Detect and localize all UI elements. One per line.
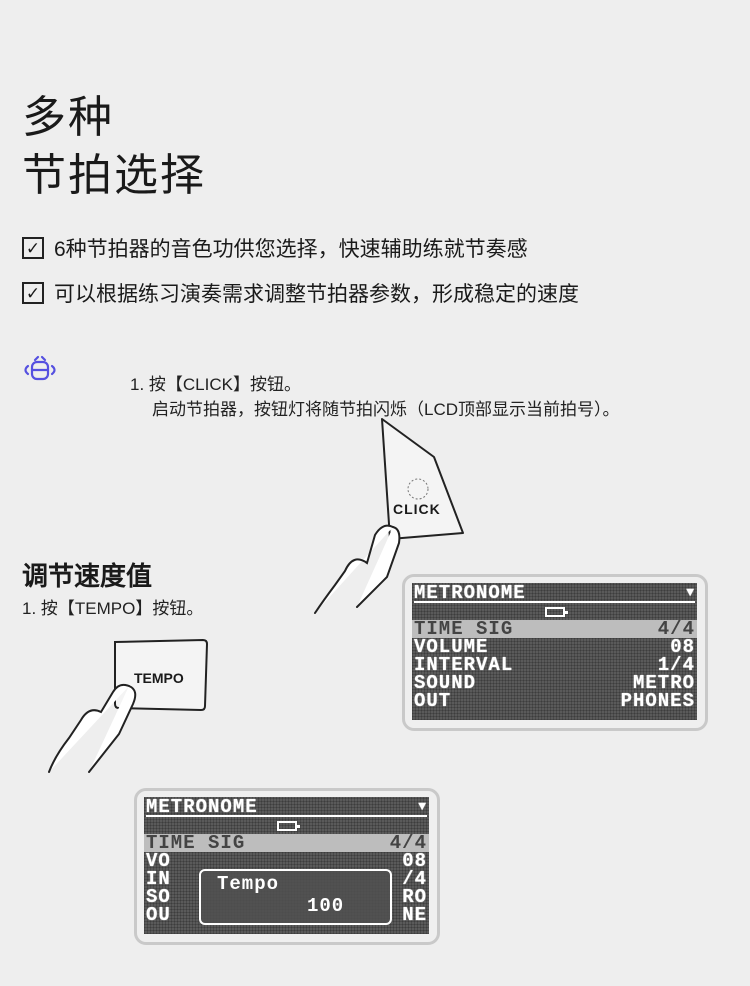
- tempo-popup-label: Tempo: [217, 873, 280, 895]
- lcd-row: OU NE: [146, 904, 427, 926]
- lcd-row-value: 4/4: [657, 618, 695, 640]
- checkbox-icon: ✓: [22, 282, 44, 304]
- lcd-row-label: TIME SIG: [414, 618, 514, 640]
- down-arrow-icon: ▼: [686, 585, 695, 600]
- lcd-row-label: IN: [146, 868, 171, 890]
- click-button-illustration: [314, 418, 464, 614]
- title-line-2: 节拍选择: [22, 151, 206, 200]
- lcd-row-label: OU: [146, 904, 171, 926]
- down-arrow-icon: ▼: [418, 799, 427, 814]
- lcd-row: TIME SIG 4/4: [412, 618, 697, 640]
- lcd-row-label: TIME SIG: [146, 832, 246, 854]
- lcd-row: VOLUME 08: [414, 636, 695, 658]
- lcd-row-label: VOLUME: [414, 636, 489, 658]
- tempo-step: 1. 按【TEMPO】按钮。: [22, 599, 204, 618]
- lcd-row-value: METRO: [632, 672, 695, 694]
- lcd-row: VO 08: [146, 850, 427, 872]
- lcd-row: INTERVAL 1/4: [414, 654, 695, 676]
- lcd-row-value: 08: [402, 850, 427, 872]
- lcd-header: METRONOME ▼: [146, 798, 427, 817]
- feature-text: 6种节拍器的音色功供您选择，快速辅助练就节奏感: [54, 238, 528, 261]
- lcd-row-value: /4: [402, 868, 427, 890]
- feature-item: ✓ 可以根据练习演奏需求调整节拍器参数，形成稳定的速度: [22, 278, 579, 308]
- lcd-row-value: RO: [402, 886, 427, 908]
- lcd-header-title: METRONOME: [146, 797, 258, 818]
- tempo-heading: 调节速度值: [22, 561, 153, 591]
- lcd-row: OUT PHONES: [414, 690, 695, 712]
- lcd-row-label: OUT: [414, 690, 452, 712]
- click-button[interactable]: CLICK: [393, 501, 441, 517]
- lcd-row-value: 1/4: [657, 654, 695, 676]
- lcd-row-label: SO: [146, 886, 171, 908]
- lcd-header-title: METRONOME: [414, 583, 526, 604]
- lcd-row-value: NE: [402, 904, 427, 926]
- lcd-row-label: SOUND: [414, 672, 477, 694]
- tempo-popup: Tempo 100: [199, 869, 392, 925]
- click-step-line-2: 启动节拍器，按钮灯将随节拍闪烁（LCD顶部显示当前拍号）。: [152, 400, 620, 419]
- lcd-display-menu: METRONOME ▼ TIME SIG 4/4 VOLUME 08 INTERVAL…: [402, 574, 708, 731]
- click-step-line-1: 1. 按【CLICK】按钮。: [130, 375, 301, 394]
- lcd-header: METRONOME ▼: [414, 584, 695, 603]
- lcd-row-label: INTERVAL: [414, 654, 514, 676]
- lcd-row: SOUND METRO: [414, 672, 695, 694]
- feature-text: 可以根据练习演奏需求调整节拍器参数，形成稳定的速度: [54, 283, 579, 306]
- lcd-row: IN/4: [146, 868, 427, 890]
- battery-icon: [276, 821, 300, 831]
- title-line-1: 多种: [22, 93, 114, 142]
- lcd-display-tempo: METRONOME ▼ TIME SIG 4/4 VO 08 IN/4 SO RO OU…: [134, 788, 440, 945]
- lcd-row-value: 08: [670, 636, 695, 658]
- tempo-button-illustration: [48, 638, 209, 773]
- lcd-row-label: VO: [146, 850, 171, 872]
- lcd-row: SO RO: [146, 886, 427, 908]
- metronome-icon: [24, 355, 56, 381]
- tempo-button[interactable]: TEMPO: [134, 670, 184, 686]
- lcd-row-value: PHONES: [620, 690, 695, 712]
- battery-icon: [544, 607, 568, 617]
- tempo-popup-value: 100: [307, 895, 345, 917]
- feature-item: ✓ 6种节拍器的音色功供您选择，快速辅助练就节奏感: [22, 233, 528, 263]
- lcd-row-value: 4/4: [389, 832, 427, 854]
- checkbox-icon: ✓: [22, 237, 44, 259]
- lcd-row: TIME SIG 4/4: [144, 832, 429, 854]
